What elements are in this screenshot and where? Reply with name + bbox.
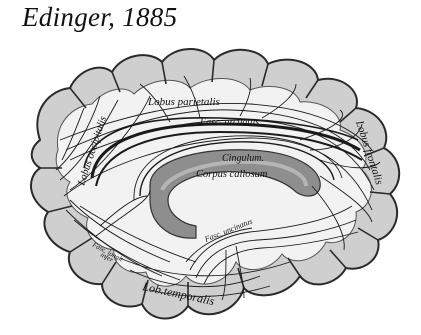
label-lobus-parietalis: Lobus parietalis <box>147 96 220 108</box>
label-cingulum: Cingulum. <box>222 153 264 164</box>
label-fasc-arcuatus: Fasc. arcuatus <box>199 117 259 128</box>
label-corpus-callosum: Corpus callosum <box>196 169 268 180</box>
